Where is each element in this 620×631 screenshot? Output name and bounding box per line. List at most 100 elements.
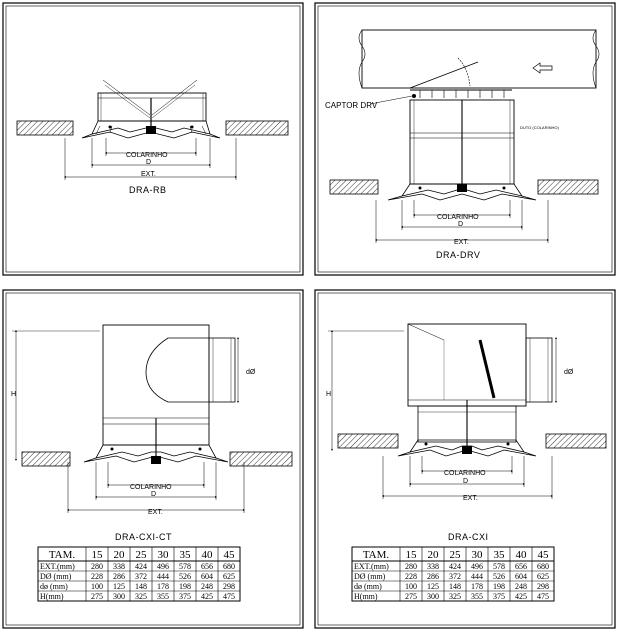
dra-cxi-ct-title: DRA-CXI-CT	[115, 532, 172, 542]
dra-cxi-ct-h-label: H	[11, 391, 16, 398]
table-cell: 275	[91, 592, 103, 601]
table-cell: 228	[91, 572, 103, 581]
table-cell: 496	[157, 562, 169, 571]
ceiling-slab-left	[16, 120, 74, 136]
table-cell: 578	[179, 562, 191, 571]
table-header-cell: 40	[516, 549, 528, 561]
table-header-cell: TAM.	[363, 549, 390, 561]
dra-cxi-d-label: D	[463, 478, 468, 485]
table-header-cell: TAM.	[49, 549, 76, 561]
table-cell: 280	[405, 562, 417, 571]
table-cell: 604	[515, 572, 527, 581]
table-cell: 425	[515, 592, 527, 601]
dra-cxi-ext-label: EXT.	[463, 495, 478, 502]
table-cell: DØ (mm)	[354, 572, 386, 581]
table-header-cell: 30	[472, 549, 484, 561]
table-cell: 604	[201, 572, 213, 581]
table-cell: 198	[179, 582, 191, 591]
table-cell: 298	[223, 582, 235, 591]
table-cell: 178	[471, 582, 483, 591]
dra-drv-d-label: D	[458, 221, 463, 228]
captor-drv-label: CAPTOR DRV	[325, 101, 378, 110]
dra-cxi-h-label: H	[326, 391, 331, 398]
dra-drv-title: DRA-DRV	[436, 250, 480, 260]
table-cell: 355	[471, 592, 483, 601]
table-header-cell: 20	[428, 549, 440, 561]
dra-rb-d-label: D	[146, 159, 151, 166]
table-cell: 325	[449, 592, 461, 601]
dra-cxi-title: DRA-CXI	[448, 532, 489, 542]
air-duct	[361, 29, 597, 89]
table-header-cell: 35	[494, 549, 506, 561]
table-cell: 148	[449, 582, 461, 591]
panel-dra-cxi-ct: dØ H COLARINHO D EXT. DRA-CXI-CT	[2, 289, 304, 629]
table-cell: 496	[471, 562, 483, 571]
table-header-cell: 45	[224, 549, 236, 561]
table-cell: 275	[405, 592, 417, 601]
table-cell: H(mm)	[40, 592, 64, 601]
dra-cxi-ct-phi-label: dØ	[246, 369, 256, 376]
ceiling-slab-right	[225, 120, 289, 136]
table-cell: 475	[223, 592, 235, 601]
table-cell: 125	[113, 582, 125, 591]
table-cell: 228	[405, 572, 417, 581]
table-cell: dø (mm)	[40, 582, 68, 591]
table-header-cell: 15	[406, 549, 418, 561]
table-cell: 372	[449, 572, 461, 581]
table-cell: 100	[405, 582, 417, 591]
table-cell: 526	[493, 572, 505, 581]
table-cell: 424	[135, 562, 147, 571]
table-cell: 444	[157, 572, 169, 581]
table-cell: EXT.(mm)	[354, 562, 389, 571]
dra-rb-collar-label: COLARINHO	[126, 152, 168, 159]
table-cell: 656	[515, 562, 527, 571]
table-cell: 475	[537, 592, 549, 601]
table-cell: 375	[493, 592, 505, 601]
table-header-cell: 35	[180, 549, 192, 561]
table-header-cell: 25	[136, 549, 148, 561]
dra-rb-ext-label: EXT.	[141, 171, 156, 178]
table-header-cell: 45	[538, 549, 550, 561]
table-cell: 125	[427, 582, 439, 591]
table-cell: 280	[91, 562, 103, 571]
table-header-cell: 15	[92, 549, 104, 561]
table-cell: 680	[223, 562, 235, 571]
table-cell: 375	[179, 592, 191, 601]
dra-cxi-ct-ext-label: EXT.	[148, 509, 163, 516]
table-cell: 178	[157, 582, 169, 591]
table-cell: 656	[201, 562, 213, 571]
table-cell: dø (mm)	[354, 582, 382, 591]
table-cell: 300	[113, 592, 125, 601]
table-cell: 526	[179, 572, 191, 581]
table-cell: 625	[537, 572, 549, 581]
duto-label: DUTO (COLARINHO)	[520, 125, 559, 130]
table-cell: 444	[471, 572, 483, 581]
table-cell: 625	[223, 572, 235, 581]
table-header-cell: 20	[114, 549, 126, 561]
table-cell: 578	[493, 562, 505, 571]
table-cell: 425	[201, 592, 213, 601]
dra-drv-collar-label: COLARINHO	[437, 214, 479, 221]
table-header-cell: 30	[158, 549, 170, 561]
panel-dra-rb: COLARINHO D EXT. DRA-RB	[2, 2, 304, 276]
dra-cxi-phi-label: dØ	[564, 369, 574, 376]
table-cell: 355	[157, 592, 169, 601]
table-cell: 680	[537, 562, 549, 571]
table-cell: 248	[201, 582, 213, 591]
table-cell: 338	[427, 562, 439, 571]
airflow-arrow-icon	[532, 62, 553, 74]
table-cell: 325	[135, 592, 147, 601]
panel-dra-drv: CAPTOR DRV DUTO (COLARINHO) COLARINHO D …	[314, 2, 616, 276]
dra-cxi-ct-d-label: D	[151, 491, 156, 498]
table-cell: 286	[113, 572, 125, 581]
panel-dra-cxi: dØ H COLARINHO D EXT. DRA-CXI	[314, 289, 616, 629]
table-cell: 148	[135, 582, 147, 591]
table-cell: 338	[113, 562, 125, 571]
table-header-cell: 25	[450, 549, 462, 561]
table-cell: 372	[135, 572, 147, 581]
table-cell: H(mm)	[354, 592, 378, 601]
table-cell: EXT.(mm)	[40, 562, 75, 571]
